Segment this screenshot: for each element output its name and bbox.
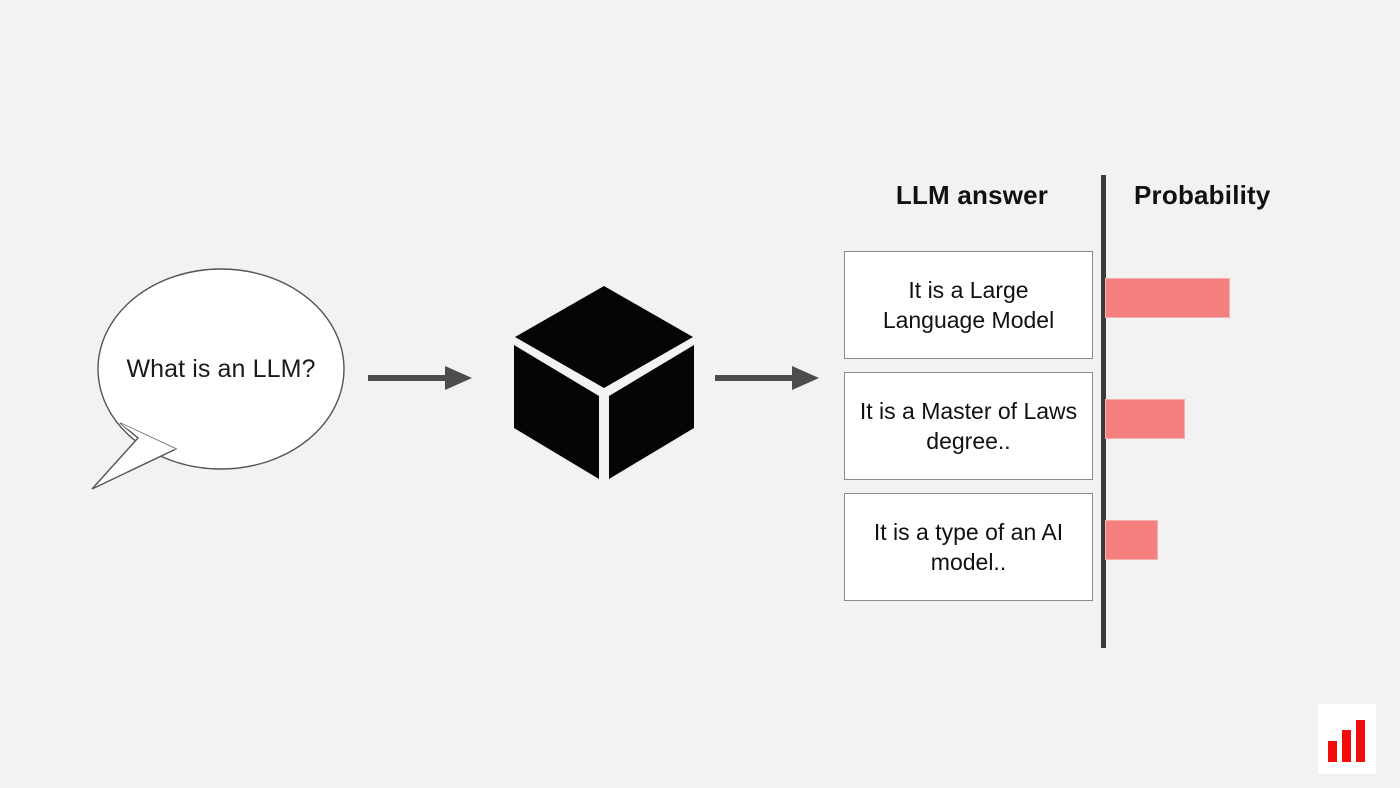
arrow-head xyxy=(792,366,819,390)
column-header-probability: Probability xyxy=(1134,180,1271,210)
answer-probability-table: LLM answer Probability It is a Large Lan… xyxy=(844,175,1304,650)
question-speech-bubble: What is an LLM? xyxy=(91,268,345,490)
cube-icon-shape xyxy=(514,286,694,479)
arrow-shaft xyxy=(715,375,793,381)
table-row: It is a type of an AI model.. xyxy=(844,493,1304,603)
probability-bar xyxy=(1105,399,1185,439)
arrow-right-icon-one xyxy=(368,358,472,398)
arrow-shaft xyxy=(368,375,446,381)
logo-bars xyxy=(1328,720,1366,762)
chart-axis-line xyxy=(1101,175,1106,648)
question-text: What is an LLM? xyxy=(126,354,316,383)
answer-text-box: It is a type of an AI model.. xyxy=(844,493,1093,601)
answer-text-box: It is a Master of Laws degree.. xyxy=(844,372,1093,480)
logo-bar-small xyxy=(1328,741,1337,762)
logo-bar-large xyxy=(1356,720,1365,762)
table-row: It is a Large Language Model xyxy=(844,251,1304,361)
arrow-head xyxy=(445,366,472,390)
cube-icon xyxy=(514,285,694,480)
arrow-right-icon-two xyxy=(715,358,819,398)
probability-bar xyxy=(1105,520,1158,560)
column-header-llm-answer: LLM answer xyxy=(895,180,1049,210)
table-row: It is a Master of Laws degree.. xyxy=(844,372,1304,482)
bar-chart-logo xyxy=(1318,704,1376,774)
answer-text-box: It is a Large Language Model xyxy=(844,251,1093,359)
speech-bubble-shape xyxy=(91,268,345,490)
probability-bar xyxy=(1105,278,1230,318)
logo-bar-medium xyxy=(1342,730,1351,762)
